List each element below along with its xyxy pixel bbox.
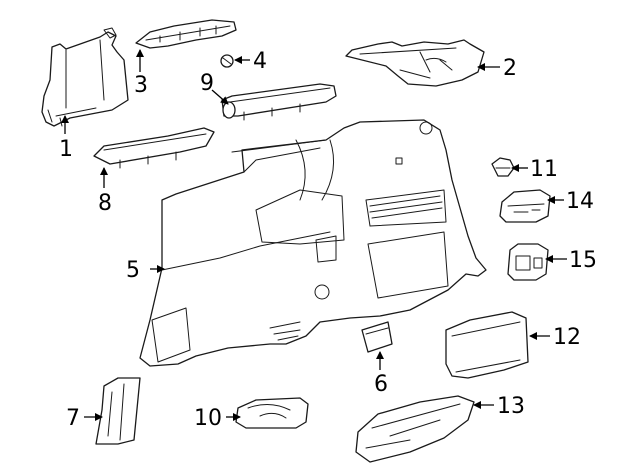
callout-5: 5 [126,258,140,283]
part-5-quarter-trim-panel[interactable] [139,119,487,367]
part-9-cover-bar[interactable] [221,83,337,121]
callout-4: 4 [253,49,267,74]
part-13-long-tray[interactable] [355,395,475,463]
callout-9: 9 [200,71,214,96]
part-1-pillar-trim[interactable] [41,27,129,127]
callout-2: 2 [503,56,517,81]
part-15-socket[interactable] [507,243,549,281]
leader-lines [61,49,567,421]
callout-13: 13 [497,394,525,419]
callout-11: 11 [530,157,558,182]
part-11-fastener[interactable] [491,157,515,177]
callout-labels: 1 2 3 4 5 6 7 8 9 10 11 12 13 14 15 [59,49,597,431]
callout-10: 10 [194,406,222,431]
part-7-lower-pillar-cover[interactable] [95,377,141,445]
callout-15: 15 [569,248,597,273]
callout-3: 3 [134,73,148,98]
callout-8: 8 [98,191,112,216]
part-6-small-lid[interactable] [361,321,393,353]
part-3-upper-trim[interactable] [135,19,237,49]
callout-6: 6 [374,372,388,397]
callout-7: 7 [66,406,80,431]
part-10-storage-tray[interactable] [235,397,309,429]
part-2-upper-garnish[interactable] [345,39,485,87]
callout-12: 12 [553,325,581,350]
part-14-switch[interactable] [499,189,551,223]
callout-14: 14 [566,189,594,214]
part-12-access-panel[interactable] [445,311,529,379]
part-4-clip[interactable] [220,54,234,68]
callout-1: 1 [59,137,73,162]
part-8-lower-trim-bar[interactable] [93,127,215,169]
